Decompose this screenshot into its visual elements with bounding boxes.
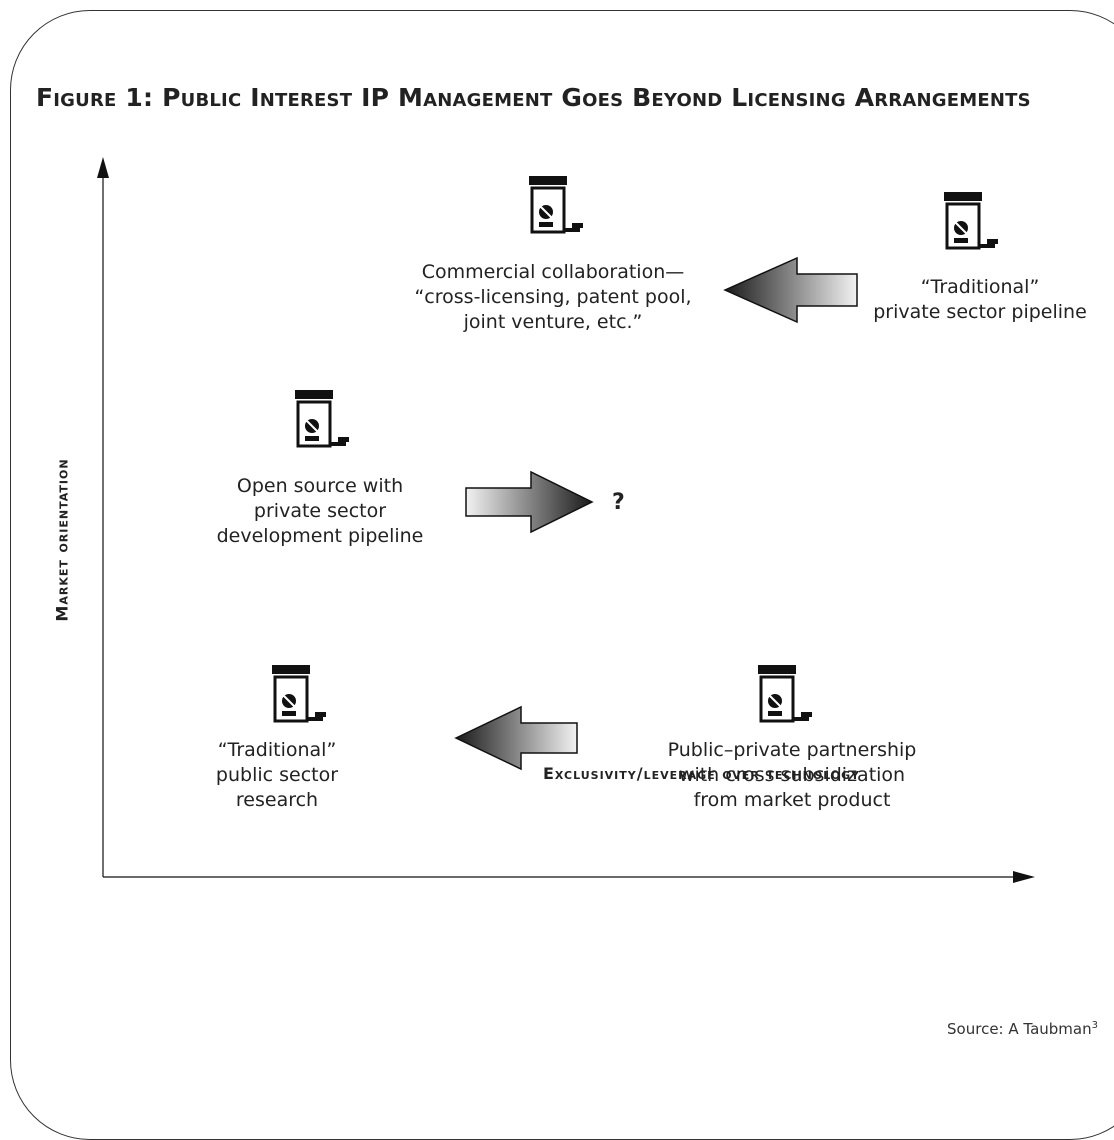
arrow-private-to-collaboration — [723, 256, 858, 324]
y-axis-label: Market orientation — [52, 458, 72, 622]
source-footnote: 3 — [1091, 1020, 1098, 1031]
pill-bottle-icon — [942, 190, 1000, 250]
source-text: Source: A Taubman — [947, 1020, 1092, 1038]
diagram-canvas — [97, 157, 1035, 883]
node-traditional-private: “Traditional” private sector pipeline — [873, 276, 1087, 323]
x-axis-arrowhead — [1013, 871, 1035, 883]
arrow-open-source-to-question — [465, 470, 594, 534]
arrow-ppp-to-public — [454, 705, 578, 771]
node-open-source: Open source with private sector developm… — [216, 475, 424, 547]
figure-title: Figure 1: Public Interest IP Management … — [36, 83, 1031, 112]
pill-bottle-icon — [527, 174, 585, 234]
pill-bottle-icon — [756, 663, 814, 723]
y-axis-arrowhead — [97, 157, 109, 178]
question-mark: ? — [612, 490, 625, 515]
pill-bottle-icon — [270, 663, 328, 723]
node-commercial-collaboration: Commercial collaboration— “cross-licensi… — [414, 261, 692, 333]
x-axis-label: Exclusivity/leverage over technology — [543, 764, 860, 783]
node-traditional-public: “Traditional” public sector research — [215, 739, 339, 811]
node-public-private: Public–private partnership with cross su… — [667, 739, 917, 811]
pill-bottle-icon — [293, 388, 351, 448]
source-note: Source: A Taubman3 — [947, 1020, 1098, 1038]
